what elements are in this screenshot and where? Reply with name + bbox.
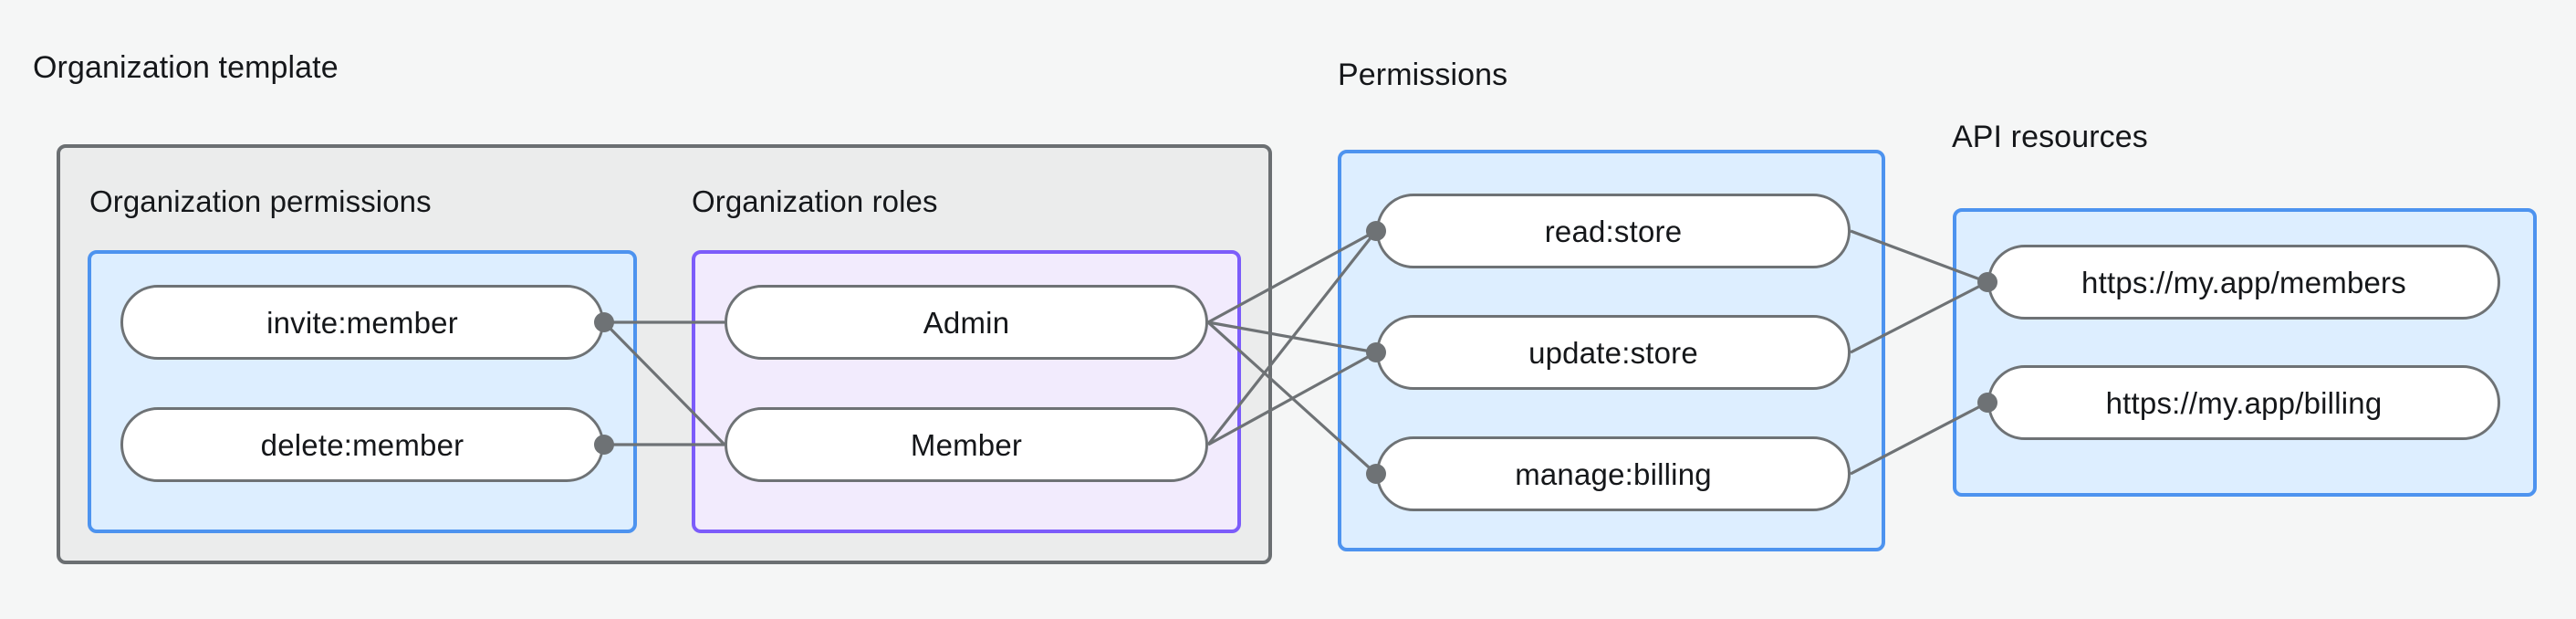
api-resources-label: API resources: [1952, 120, 2148, 154]
node-manage-billing[interactable]: manage:billing: [1376, 436, 1851, 511]
node-admin[interactable]: Admin: [725, 285, 1208, 360]
node-api-members[interactable]: https://my.app/members: [1987, 245, 2500, 320]
node-invite-member[interactable]: invite:member: [120, 285, 604, 360]
node-read-store[interactable]: read:store: [1376, 194, 1851, 268]
node-member[interactable]: Member: [725, 407, 1208, 482]
node-api-billing[interactable]: https://my.app/billing: [1987, 365, 2500, 440]
node-update-store[interactable]: update:store: [1376, 315, 1851, 390]
permissions-label: Permissions: [1338, 58, 1508, 92]
node-delete-member[interactable]: delete:member: [120, 407, 604, 482]
organization-template-label: Organization template: [33, 50, 339, 85]
organization-permissions-label: Organization permissions: [89, 184, 432, 218]
organization-roles-label: Organization roles: [692, 184, 938, 218]
